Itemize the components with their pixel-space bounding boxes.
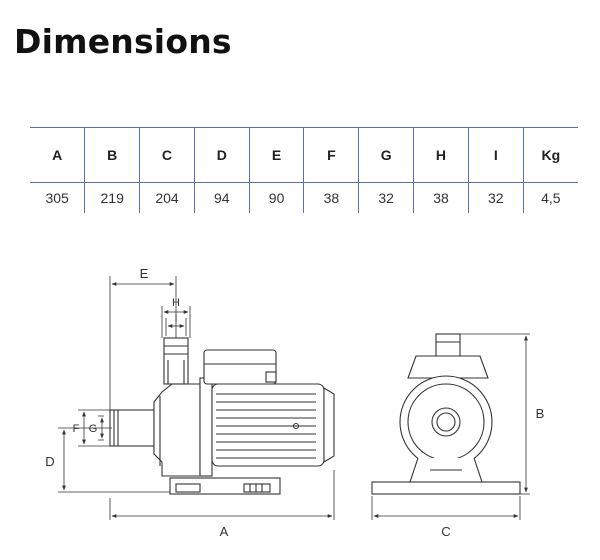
header-cell: H [413, 127, 469, 183]
dimension-label-i: I [174, 313, 177, 325]
pump-side-view [109, 337, 335, 495]
value-cell: 219 [84, 182, 141, 213]
side-view-dimension-lines [58, 276, 335, 520]
value-cell: 305 [30, 182, 86, 213]
dimension-label-h: H [172, 297, 180, 309]
header-cell: C [139, 127, 195, 183]
table-row: 305 219 204 94 90 38 32 38 32 4,5 [30, 182, 578, 213]
pump-front-view [371, 333, 521, 495]
header-cell: I [468, 127, 524, 183]
value-cell: 38 [303, 182, 360, 213]
table-header-row: A B C D E F G H I Kg [30, 127, 578, 183]
front-view-dimension-lines [371, 333, 530, 520]
header-cell: E [249, 127, 305, 183]
value-cell: 32 [358, 182, 415, 213]
header-cell: A [30, 127, 86, 183]
header-cell: F [303, 127, 360, 183]
dimension-label-e: E [140, 266, 149, 281]
value-cell: 4,5 [541, 190, 561, 206]
dimension-label-c: C [441, 524, 450, 539]
header-cell: G [358, 127, 415, 183]
value-cell: 32 [468, 182, 524, 213]
value-cell: 90 [249, 182, 305, 213]
value-cell: 38 [413, 182, 469, 213]
dimension-label-a: A [220, 524, 229, 539]
dimension-label-b: B [536, 406, 545, 421]
value-cell: 204 [139, 182, 195, 213]
dimension-label-d: D [45, 454, 54, 469]
header-cell: D [194, 127, 250, 183]
header-cell: B [84, 127, 141, 183]
header-cell: Kg [541, 147, 561, 163]
page-title: Dimensions [14, 22, 232, 61]
value-cell: 94 [194, 182, 250, 213]
dimension-label-f: F [73, 423, 80, 435]
dimensions-table: A B C D E F G H I Kg 305 219 204 94 90 3… [30, 127, 578, 213]
dimension-label-g: G [89, 423, 98, 435]
